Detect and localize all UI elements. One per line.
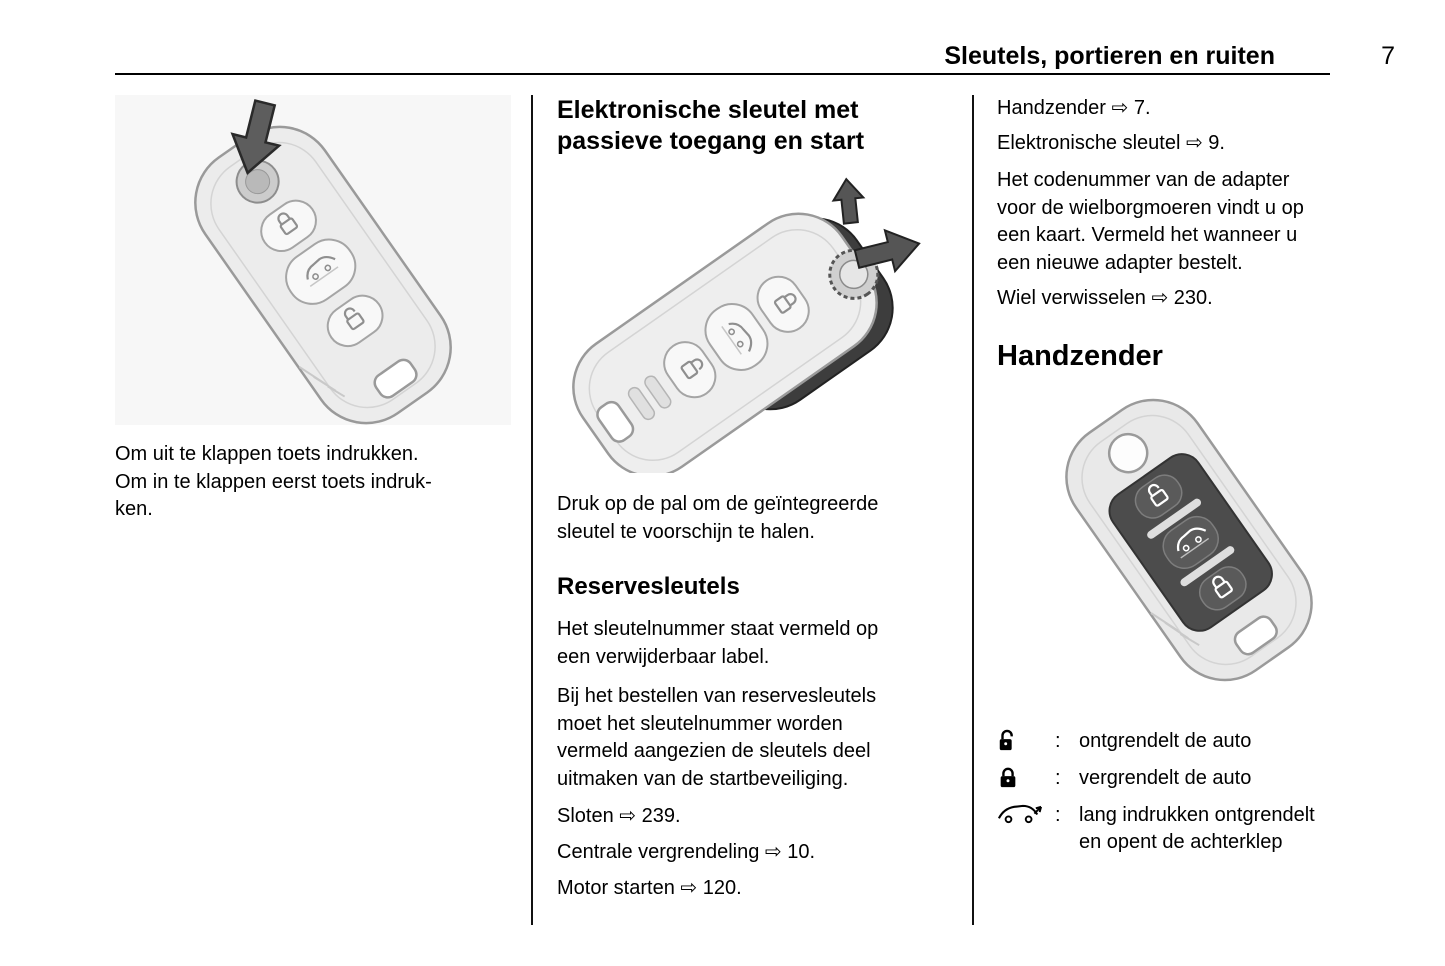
electronic-key-paragraph: Druk op de pal om de geïntegreerde sleut… (557, 493, 879, 543)
key-car-button-icon (285, 238, 357, 305)
legend-colon: : (1055, 730, 1061, 752)
reservesleutels-heading: Reservesleutels (557, 573, 740, 600)
header-rule (115, 73, 1330, 75)
column-1: Om uit te klappen toets indrukken. Om in… (115, 95, 511, 524)
key-unlock-button-icon (326, 294, 384, 348)
flip-key-figure-svg (194, 99, 452, 425)
ref-sloten: Sloten ⇨ 239. (557, 805, 681, 827)
handzender-figure-svg (1065, 398, 1313, 682)
legend-row-lock: : vergrendelt de auto (997, 765, 1375, 798)
button-separator (1180, 546, 1235, 587)
legend-text-unlock: ontgrendelt de auto (1079, 730, 1252, 752)
legend-text-lock: vergrendelt de auto (1079, 767, 1252, 789)
ref-centrale-vergrendeling: Centrale vergrendeling ⇨ 10. (557, 841, 816, 863)
ref-handzender: Handzender ⇨ 7. (997, 97, 1151, 119)
ref-wiel-verwisselen: Wiel verwisselen ⇨ 230. (997, 287, 1213, 309)
column-separator-2 (972, 95, 974, 925)
adapter-paragraph: Het codenummer van de adapter voor de wi… (997, 169, 1304, 274)
column-2: Elektronische sleutel met passieve toega… (557, 95, 949, 902)
blade-pull-right-arrow-icon (853, 228, 921, 274)
legend-row-tailgate: : lang indrukken ontgrendelt en opent de… (997, 802, 1375, 856)
key-unlock-button-icon (663, 341, 717, 399)
reservesleutels-paragraph-1: Het sleutelnummer staat vermeld op een v… (557, 618, 879, 668)
column-3: Handzender ⇨ 7. Elektronische sleutel ⇨ … (997, 95, 1375, 856)
unlock-icon (997, 728, 1055, 761)
handzender-heading: Handzender (997, 340, 1163, 372)
flip-release-button-icon (1107, 432, 1149, 474)
key-ring-hole (596, 400, 635, 443)
key-lock-button-icon (756, 275, 810, 333)
lock-icon (997, 765, 1055, 798)
key-unlock-button-icon (1134, 474, 1183, 519)
key-car-button-icon (704, 303, 769, 371)
button-legend: : ontgrendelt de auto : vergrendelt de a… (997, 728, 1375, 856)
flip-key-illustration (115, 95, 511, 425)
key-lock-button-icon (1198, 566, 1247, 611)
key-lock-button-icon (260, 199, 317, 253)
key-ring-hole (373, 358, 418, 399)
legend-colon: : (1055, 767, 1061, 789)
press-down-arrow-icon (230, 99, 282, 175)
flip-key-caption: Om uit te klappen toets indrukken. Om in… (115, 443, 432, 520)
latch-up-arrow-icon (831, 177, 866, 225)
ref-elektronische-sleutel: Elektronische sleutel ⇨ 9. (997, 132, 1225, 154)
electronic-key-figure-svg (572, 177, 921, 478)
legend-row-unlock: : ontgrendelt de auto (997, 728, 1375, 761)
legend-colon: : (1055, 804, 1061, 826)
reservesleutels-paragraph-2: Bij het bestellen van reservesleutels mo… (557, 685, 877, 790)
page-title: Sleutels, portieren en ruiten (944, 42, 1275, 70)
car-tailgate-icon (997, 802, 1055, 834)
page-number: 7 (1381, 42, 1395, 70)
electronic-key-heading: Elektronische sleutel met passieve toega… (557, 96, 865, 155)
legend-text-tailgate: lang indrukken ontgrendelt en opent de a… (1079, 804, 1315, 853)
button-separator (1147, 498, 1202, 539)
column-separator-1 (531, 95, 533, 925)
electronic-key-illustration (557, 173, 949, 478)
handzender-illustration (997, 388, 1375, 688)
ref-motor-starten: Motor starten ⇨ 120. (557, 877, 742, 899)
key-ring-hole (1233, 615, 1278, 656)
